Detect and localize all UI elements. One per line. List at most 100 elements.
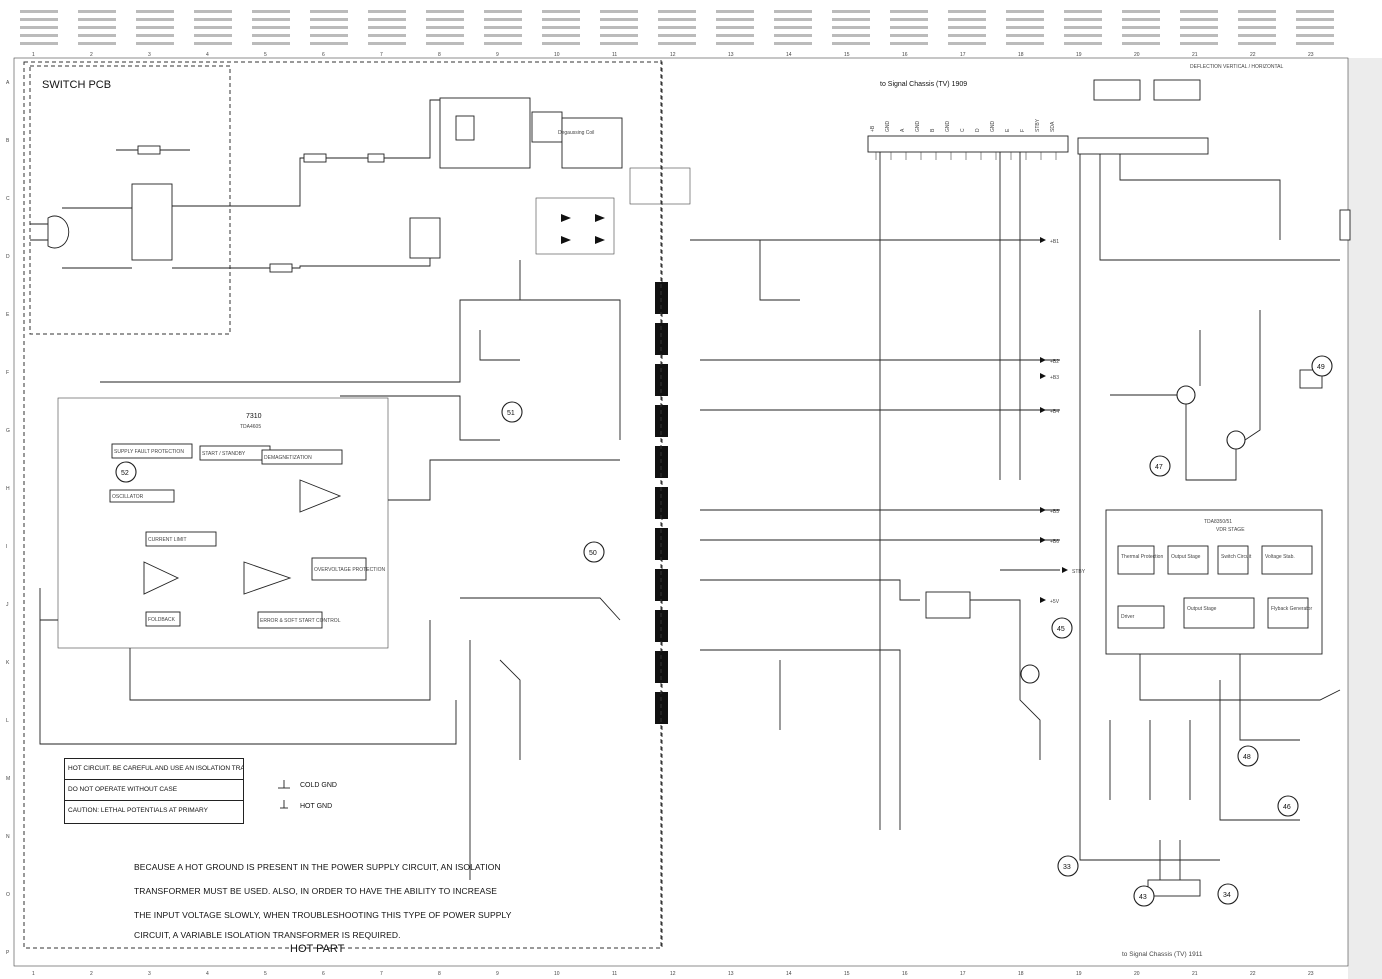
- regulator-ic: [925, 591, 971, 619]
- cold-gnd-label: COLD GND: [300, 782, 337, 789]
- diode: [595, 214, 605, 222]
- output-label: +B6: [1050, 539, 1059, 545]
- index-entry: [1122, 10, 1160, 13]
- safety-note: CAUTION: LETHAL POTENTIALS AT PRIMARY: [68, 807, 208, 814]
- callout-circle: [1277, 795, 1299, 817]
- column-number: 12: [670, 971, 676, 977]
- index-entry: [948, 42, 986, 45]
- column-number: 8: [438, 971, 441, 977]
- index-entry: [832, 34, 870, 37]
- column-number: 9: [496, 971, 499, 977]
- index-entry: [1064, 18, 1102, 21]
- index-entry: [948, 18, 986, 21]
- column-number: 20: [1134, 971, 1140, 977]
- ic-block: [109, 489, 175, 503]
- connector-pin: GND: [885, 121, 891, 133]
- column-number: 23: [1308, 52, 1314, 58]
- transistor: [1226, 430, 1246, 450]
- column-number: 20: [1134, 52, 1140, 58]
- output-arrow: [1040, 237, 1046, 243]
- index-entry: [774, 42, 812, 45]
- output-arrow: [1040, 597, 1046, 603]
- index-entry: [948, 26, 986, 29]
- warning-line: THE INPUT VOLTAGE SLOWLY, WHEN TROUBLESH…: [134, 910, 512, 920]
- output-arrow: [1040, 507, 1046, 513]
- index-entry: [1296, 42, 1334, 45]
- index-entry: [600, 10, 638, 13]
- vdr-block: [1183, 597, 1255, 629]
- index-entry: [890, 10, 928, 13]
- callout-number: 52: [121, 470, 129, 477]
- ic-label: 7310: [246, 413, 262, 420]
- safety-note-box: HOT CIRCUIT. BE CAREFUL AND USE AN ISOLA…: [64, 758, 244, 824]
- column-number: 9: [496, 52, 499, 58]
- index-entry: [484, 42, 522, 45]
- index-entry: [136, 10, 174, 13]
- column-number: 3: [148, 971, 151, 977]
- index-entry: [20, 26, 58, 29]
- column-number: 10: [554, 52, 560, 58]
- index-entry: [484, 34, 522, 37]
- amplifier: [143, 561, 180, 595]
- index-entry: [600, 26, 638, 29]
- safety-note: DO NOT OPERATE WITHOUT CASE: [65, 780, 243, 801]
- output-label: +B1: [1050, 239, 1059, 245]
- callout-circle: [1237, 745, 1259, 767]
- index-entry: [600, 34, 638, 37]
- core-segment: [655, 323, 668, 355]
- deflection-label: DEFLECTION VERTICAL / HORIZONTAL: [1190, 64, 1283, 70]
- index-entry: [78, 34, 116, 37]
- callout-circle: [1133, 885, 1155, 907]
- bridge-rectifier: [535, 197, 615, 255]
- index-entry: [78, 18, 116, 21]
- callout-number: 45: [1057, 626, 1065, 633]
- callout-number: 50: [589, 550, 597, 557]
- column-number: 2: [90, 52, 93, 58]
- index-entry: [542, 10, 580, 13]
- vdr-block-label: Driver: [1121, 614, 1135, 620]
- column-number: 11: [612, 971, 617, 977]
- vdr-title: VDR STAGE: [1216, 527, 1245, 533]
- index-entry: [1006, 18, 1044, 21]
- ic-block: [145, 611, 181, 627]
- index-entry: [368, 42, 406, 45]
- ic-sublabel: TDA4605: [240, 424, 261, 430]
- ic-block-label: DEMAGNETIZATION: [264, 455, 312, 461]
- index-entry: [658, 10, 696, 13]
- index-entry: [542, 18, 580, 21]
- index-entry: [426, 10, 464, 13]
- to-signal-bottom: to Signal Chassis (TV) 1911: [1122, 951, 1203, 958]
- index-entry: [1006, 34, 1044, 37]
- index-entry: [426, 26, 464, 29]
- vdr-block-label: Output Stage: [1171, 554, 1201, 560]
- index-entry: [20, 34, 58, 37]
- connector-bottom: [1147, 879, 1201, 897]
- index-entry: [890, 18, 928, 21]
- connector-pin: GND: [915, 121, 921, 133]
- hot-gnd-icon: [280, 800, 288, 809]
- ic-block: [257, 611, 323, 629]
- transistor: [1020, 664, 1040, 684]
- index-entry: [78, 42, 116, 45]
- index-entry: [716, 10, 754, 13]
- index-entry: [426, 34, 464, 37]
- connector-pin: D: [975, 128, 981, 132]
- hot-part-label: HOT PART: [290, 943, 345, 955]
- index-entry: [1064, 10, 1102, 13]
- to-signal-top: to Signal Chassis (TV) 1909: [880, 81, 967, 88]
- callout-number: 46: [1283, 804, 1291, 811]
- row-letter: N: [6, 834, 10, 840]
- column-number: 6: [322, 52, 325, 58]
- index-entry: [252, 34, 290, 37]
- column-number: 2: [90, 971, 93, 977]
- column-number: 22: [1250, 971, 1256, 977]
- index-entry: [1238, 42, 1276, 45]
- index-entry: [542, 26, 580, 29]
- row-letter: M: [6, 776, 10, 782]
- index-entry: [774, 18, 812, 21]
- index-entry: [252, 26, 290, 29]
- index-entry: [890, 42, 928, 45]
- connector-pin: GND: [990, 121, 996, 133]
- core-segment: [655, 651, 668, 683]
